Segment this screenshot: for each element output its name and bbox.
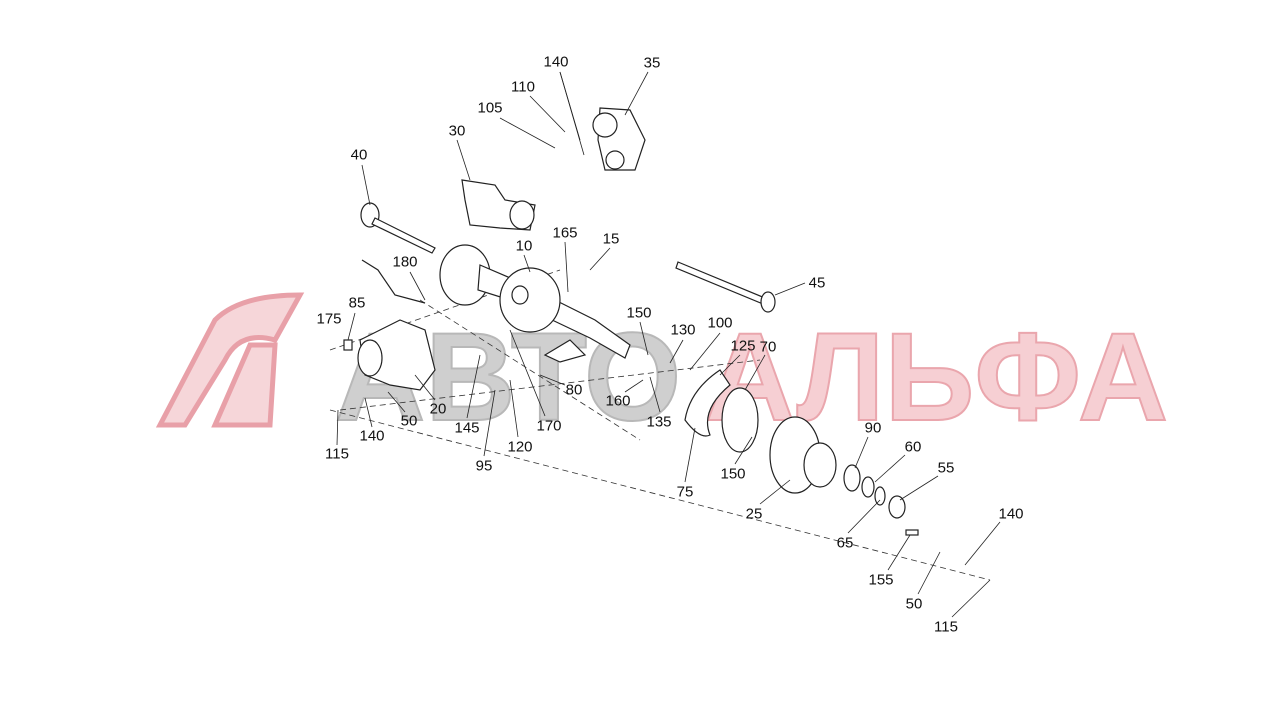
callout-label[interactable]: 180 xyxy=(392,253,418,271)
callout-label[interactable]: 135 xyxy=(646,413,672,431)
callout-label[interactable]: 160 xyxy=(605,392,631,410)
callout-label[interactable]: 65 xyxy=(836,534,854,552)
callout-label[interactable]: 120 xyxy=(507,438,533,456)
callout-label[interactable]: 20 xyxy=(429,400,447,418)
callout-label[interactable]: 140 xyxy=(998,505,1024,523)
callout-label[interactable]: 55 xyxy=(937,459,955,477)
callout-label[interactable]: 85 xyxy=(348,294,366,312)
part-differential xyxy=(343,319,436,391)
part-flange xyxy=(721,387,759,453)
callout-label[interactable]: 105 xyxy=(477,99,503,117)
part-bearing xyxy=(843,464,861,492)
callout-label[interactable]: 130 xyxy=(670,321,696,339)
callout-label[interactable]: 150 xyxy=(626,304,652,322)
callout-label[interactable]: 115 xyxy=(325,445,349,463)
callout-label[interactable]: 140 xyxy=(543,53,569,71)
callout-label[interactable]: 170 xyxy=(536,417,562,435)
callout-label[interactable]: 115 xyxy=(934,618,958,636)
callout-label[interactable]: 35 xyxy=(643,54,661,72)
callout-label[interactable]: 145 xyxy=(454,419,480,437)
callout-label[interactable]: 125 xyxy=(730,337,756,355)
part-seal xyxy=(861,476,875,498)
callout-label[interactable]: 90 xyxy=(864,419,882,437)
callout-label[interactable]: 25 xyxy=(745,505,763,523)
callout-label[interactable]: 30 xyxy=(448,122,466,140)
part-axle-housing xyxy=(439,244,631,363)
callout-label[interactable]: 70 xyxy=(759,338,777,356)
callout-label[interactable]: 175 xyxy=(316,310,342,328)
part-bracket xyxy=(461,179,536,231)
callout-label[interactable]: 155 xyxy=(868,571,894,589)
callout-label[interactable]: 100 xyxy=(707,314,733,332)
callout-label[interactable]: 75 xyxy=(676,483,694,501)
part-ring xyxy=(874,486,886,506)
callout-label[interactable]: 50 xyxy=(905,595,923,613)
callout-label[interactable]: 140 xyxy=(359,427,385,445)
callout-label[interactable]: 95 xyxy=(475,457,493,475)
part-brake-caliper xyxy=(592,107,646,171)
part-bolt xyxy=(905,529,919,536)
callout-label[interactable]: 150 xyxy=(720,465,746,483)
callout-label[interactable]: 80 xyxy=(565,381,583,399)
callout-label[interactable]: 50 xyxy=(400,412,418,430)
callout-label[interactable]: 110 xyxy=(511,78,535,96)
autoalfa-logo xyxy=(155,292,305,428)
callout-label[interactable]: 45 xyxy=(808,274,826,292)
part-wire xyxy=(361,259,426,304)
callout-label[interactable]: 60 xyxy=(904,438,922,456)
part-axle-shaft-left xyxy=(360,202,436,254)
leader-lines xyxy=(336,71,1001,618)
part-nut xyxy=(888,495,906,519)
part-dust-shield xyxy=(684,369,731,437)
part-axle-shaft-right xyxy=(675,261,776,313)
callout-label[interactable]: 165 xyxy=(552,224,578,242)
callout-label[interactable]: 10 xyxy=(515,237,533,255)
callout-label[interactable]: 15 xyxy=(602,230,620,248)
callout-label[interactable]: 40 xyxy=(350,146,368,164)
part-hub-disc xyxy=(769,416,837,494)
